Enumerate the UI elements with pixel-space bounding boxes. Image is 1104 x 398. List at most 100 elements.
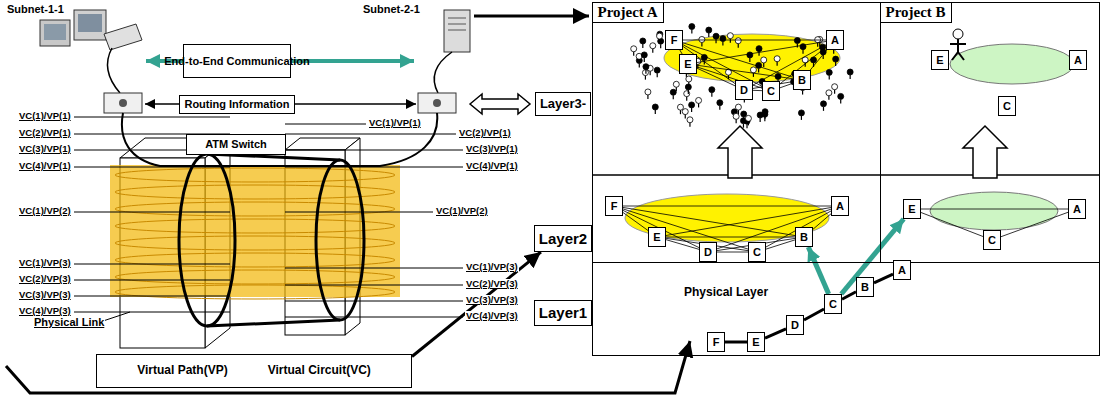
person-icon bbox=[699, 36, 705, 42]
layer-arrow bbox=[6, 126, 1007, 393]
box-text: E bbox=[752, 336, 759, 349]
circuit-label: VC(2)/VP(3) bbox=[18, 274, 72, 284]
person-icon bbox=[838, 93, 844, 99]
wire bbox=[285, 134, 456, 135]
node-box: B bbox=[793, 70, 811, 90]
person-icon bbox=[750, 67, 756, 73]
person-icon bbox=[633, 52, 634, 56]
person-icon bbox=[706, 27, 712, 33]
person-icon bbox=[738, 44, 739, 48]
box-text: E bbox=[908, 203, 915, 216]
person-icon bbox=[691, 108, 692, 112]
part-label: Physical Link bbox=[33, 316, 105, 328]
person-icon bbox=[833, 50, 834, 54]
wire bbox=[74, 212, 230, 213]
connector bbox=[780, 83, 793, 88]
connector bbox=[804, 309, 824, 320]
connector bbox=[683, 46, 735, 83]
box-text: A bbox=[1073, 203, 1081, 216]
connector bbox=[412, 252, 541, 357]
person-icon bbox=[797, 44, 798, 48]
node-box: D bbox=[786, 315, 804, 335]
box-text: F bbox=[671, 34, 678, 47]
person-icon bbox=[774, 56, 780, 62]
node-box: C bbox=[983, 230, 1001, 250]
connector bbox=[683, 40, 826, 41]
router-icon bbox=[104, 93, 142, 113]
box-text: C bbox=[1003, 100, 1011, 113]
person-icon bbox=[722, 42, 723, 46]
box-text: C bbox=[767, 85, 775, 98]
connector bbox=[921, 212, 983, 236]
person-icon bbox=[645, 89, 651, 95]
node-box: E bbox=[679, 54, 697, 74]
computer-icon bbox=[40, 20, 70, 46]
box-text: E bbox=[936, 54, 943, 67]
person-icon bbox=[647, 95, 648, 99]
circuit-label: VC(4)/VP(3) bbox=[465, 311, 519, 321]
person-icon bbox=[639, 64, 640, 68]
person-icon bbox=[802, 91, 803, 95]
person-icon bbox=[762, 111, 768, 117]
node-box: A bbox=[831, 196, 849, 216]
person-icon bbox=[645, 76, 646, 80]
panel-heading: Project A bbox=[592, 2, 664, 23]
person-icon bbox=[829, 75, 830, 79]
computer-icon bbox=[108, 48, 121, 93]
person-icon bbox=[657, 73, 658, 77]
atm-switch bbox=[100, 113, 437, 348]
person-icon bbox=[743, 124, 744, 128]
part-label: Subnet-2-1 bbox=[362, 3, 421, 15]
connector bbox=[753, 45, 826, 85]
person-icon bbox=[764, 117, 765, 121]
connector bbox=[810, 50, 827, 70]
communication-arrow bbox=[145, 16, 589, 114]
layer-box: Layer2 bbox=[534, 225, 592, 252]
box-text: F bbox=[713, 336, 720, 349]
person-icon bbox=[826, 69, 832, 75]
group-ellipse bbox=[930, 192, 1058, 230]
wire bbox=[74, 167, 230, 168]
person-icon bbox=[763, 63, 764, 67]
person-icon bbox=[657, 33, 663, 39]
person-icon bbox=[747, 52, 753, 58]
person-icon bbox=[639, 59, 640, 63]
node-box: F bbox=[707, 332, 725, 352]
box-text: A bbox=[831, 34, 839, 47]
person-icon bbox=[950, 39, 966, 60]
connector bbox=[753, 90, 762, 91]
person-icon bbox=[689, 123, 690, 127]
circuit-label: VC(4)/VP(1) bbox=[18, 161, 72, 171]
panel-heading: Project B bbox=[880, 2, 952, 23]
wire bbox=[285, 124, 366, 125]
server-icon bbox=[448, 18, 466, 19]
switch-box: ATM Switch bbox=[186, 134, 286, 155]
person-icon bbox=[727, 33, 733, 39]
node-box: A bbox=[1068, 199, 1086, 219]
person-icon bbox=[650, 71, 651, 75]
person-icon bbox=[801, 116, 802, 120]
person-icon bbox=[834, 90, 835, 94]
person-icon bbox=[745, 115, 751, 121]
atm-switch bbox=[115, 285, 395, 299]
circuit-label: VC(1)/VP(2) bbox=[435, 206, 489, 216]
person-icon bbox=[686, 97, 687, 101]
box-text: D bbox=[791, 319, 799, 332]
node-box: C bbox=[762, 81, 780, 101]
layer-arrow bbox=[963, 126, 1007, 178]
node-box: E bbox=[747, 332, 765, 352]
connector bbox=[666, 237, 795, 238]
person-icon bbox=[847, 69, 853, 75]
connector bbox=[717, 252, 748, 253]
person-icon bbox=[680, 110, 681, 114]
atm-switch bbox=[122, 113, 437, 166]
person-icon bbox=[730, 39, 731, 43]
person-icon bbox=[677, 104, 683, 110]
connector bbox=[813, 214, 831, 230]
person-icon bbox=[953, 29, 963, 39]
project-panel: Project BEACEAC bbox=[880, 2, 1100, 263]
person-icon bbox=[688, 90, 689, 94]
atm-switch bbox=[115, 236, 395, 250]
connector bbox=[623, 206, 831, 207]
